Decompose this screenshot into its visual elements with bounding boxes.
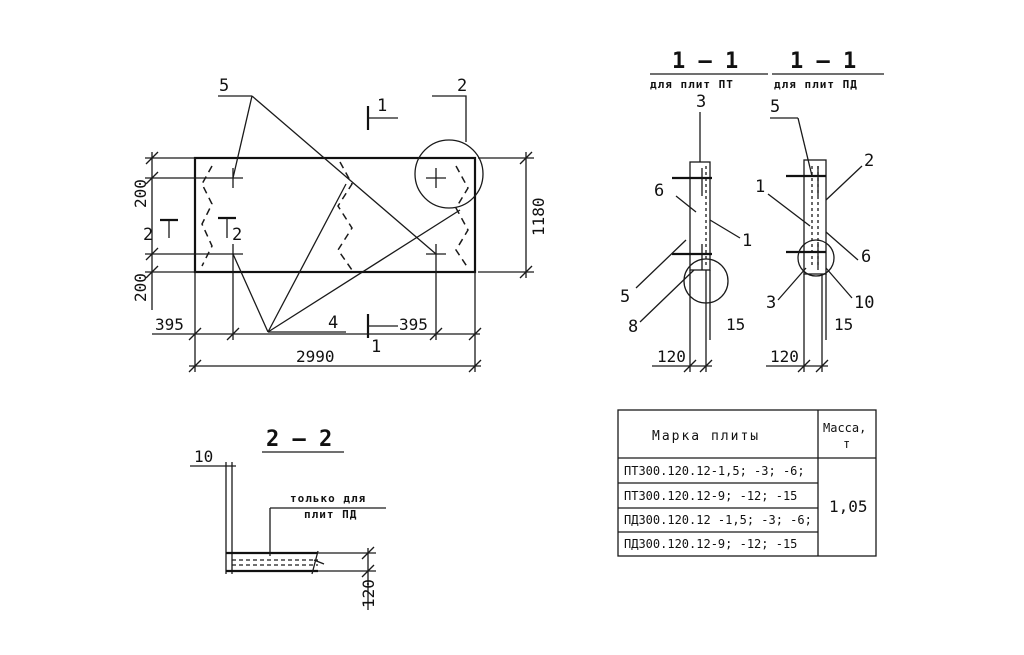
svg-text:120: 120: [359, 579, 378, 608]
section-1-1-caption-left: для плит ПТ: [650, 78, 734, 91]
note-line-2: плит ПД: [304, 508, 357, 521]
svg-text:395: 395: [155, 315, 184, 334]
svg-text:120: 120: [770, 347, 799, 366]
svg-text:120: 120: [657, 347, 686, 366]
svg-text:2: 2: [864, 151, 874, 171]
table-header-mark: Марка плиты: [652, 429, 760, 444]
section-2-2-title: 2 — 2: [266, 427, 332, 452]
leader-4-c: [267, 209, 461, 333]
svg-text:8: 8: [628, 317, 638, 337]
table-header-mass-2: т: [843, 437, 850, 451]
callout-2: 2: [457, 76, 467, 96]
svg-text:5: 5: [770, 97, 780, 117]
note-line-1: только для: [290, 492, 366, 505]
svg-text:6: 6: [861, 247, 871, 267]
leader-5-b: [251, 95, 437, 255]
callout-5: 5: [219, 76, 229, 96]
svg-text:15: 15: [834, 315, 853, 334]
svg-text:3: 3: [696, 92, 706, 112]
section-1-1: 1 — 1 для плит ПТ 1 — 1 для плит ПД 3 6 …: [620, 49, 884, 373]
callout-4: 4: [328, 313, 338, 333]
leader-2: [432, 95, 467, 142]
svg-text:3: 3: [766, 293, 776, 313]
zigzag-rebar-middle: [337, 161, 353, 271]
mass-table: Марка плиты Масса, т ПТ300.120.12-1,5; -…: [617, 409, 877, 557]
zigzag-rebar-right: [455, 165, 469, 269]
leader-4-a: [232, 253, 269, 333]
detail-circle: [414, 139, 484, 209]
section-cut-1-bottom: 1: [366, 314, 398, 357]
svg-text:10: 10: [194, 447, 213, 466]
svg-text:1: 1: [755, 177, 765, 197]
svg-text:10: 10: [854, 293, 874, 313]
section-cut-2-right: 2: [218, 216, 242, 245]
slab-outline: [193, 156, 477, 274]
svg-text:15: 15: [726, 315, 745, 334]
leader-4-b: [267, 183, 347, 333]
dim-top-200: 200: [131, 179, 150, 208]
lifting-loop-top-right: [426, 168, 446, 188]
zigzag-rebar-left: [201, 165, 213, 267]
leader-5-a: [232, 95, 253, 179]
svg-text:6: 6: [654, 181, 664, 201]
section-pt: 3 6 1 5 8 120 15: [620, 92, 752, 373]
table-row-2: ПТ300.120.12-9; -12; -15: [624, 489, 797, 503]
svg-text:1: 1: [371, 337, 381, 357]
svg-text:1180: 1180: [529, 197, 548, 236]
svg-text:1: 1: [742, 231, 752, 251]
plan-view: 5 2 4 1 1 2 2: [131, 76, 548, 373]
dim-bottom-200: 200: [131, 273, 150, 302]
dim-height-1180: 1180: [478, 151, 548, 279]
svg-text:2: 2: [232, 225, 242, 245]
section-pd: 5 2 1 6 3 10 120 15: [755, 97, 874, 373]
table-header-mass-1: Масса,: [823, 421, 866, 435]
dim-offsets-395: 395 395: [152, 264, 482, 372]
dim-left-vertical: 200 200: [131, 151, 223, 310]
section-cut-2-left: 2: [143, 218, 178, 245]
section-2-2: 2 — 2 10 только для плит ПД 120: [190, 427, 386, 610]
svg-text:1: 1: [377, 96, 387, 116]
svg-text:2990: 2990: [296, 347, 335, 366]
table-mass-value: 1,05: [829, 497, 868, 516]
table-row-4: ПД300.120.12-9; -12; -15: [624, 537, 797, 551]
table-row-1: ПТ300.120.12-1,5; -3; -6;: [624, 464, 805, 478]
section-cut-1-top: 1: [366, 96, 398, 130]
section-1-1-title-left: 1 — 1: [672, 49, 738, 74]
svg-text:5: 5: [620, 287, 630, 307]
section-1-1-caption-right: для плит ПД: [774, 78, 858, 91]
dim-width-2990: 2990: [188, 347, 482, 373]
table-row-3: ПД300.120.12 -1,5; -3; -6;: [624, 513, 812, 527]
section-1-1-title-right: 1 — 1: [790, 49, 856, 74]
svg-text:395: 395: [399, 315, 428, 334]
svg-text:2: 2: [143, 225, 153, 245]
